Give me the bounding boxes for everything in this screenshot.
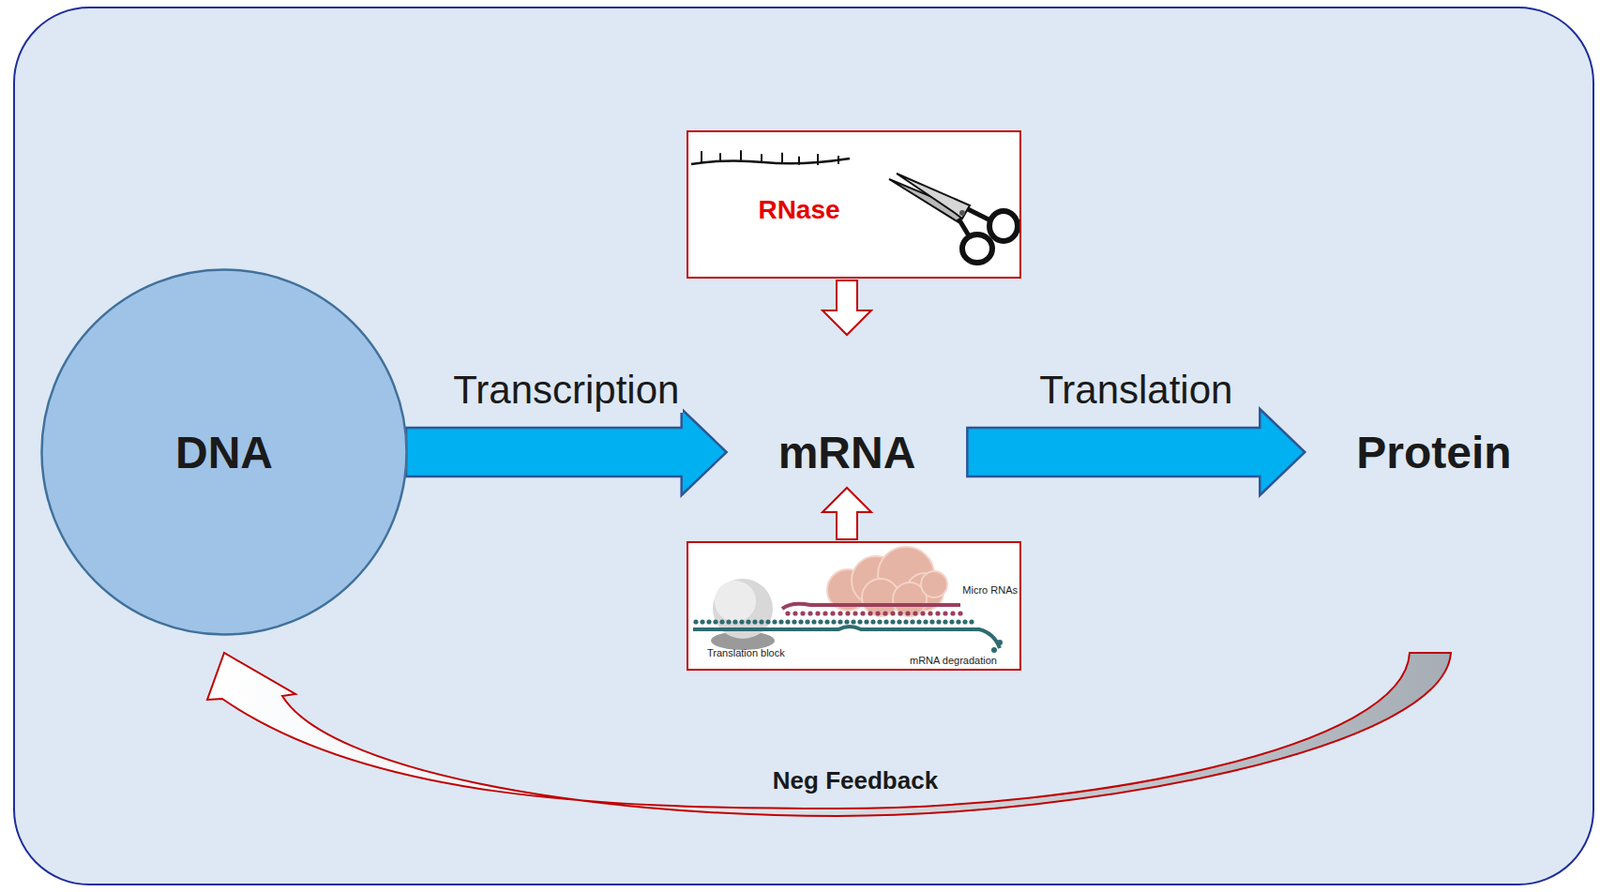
node-label: mRNA (778, 426, 917, 479)
edge-label: Translation (1035, 367, 1237, 413)
illustration (688, 132, 1020, 277)
scissors-icon (889, 173, 1018, 263)
process-arrow (966, 408, 1305, 496)
mrna-node: mRNA (769, 422, 926, 483)
rna-strand (691, 150, 850, 166)
box-label: Micro RNAs (962, 584, 1018, 597)
box-label: Translation block (707, 647, 785, 660)
node-label: Protein (1356, 426, 1511, 479)
microrna-box: Micro RNAsTranslation block mRNA degradat… (686, 541, 1022, 671)
node-label: DNA (175, 426, 273, 479)
ribosome-icon (710, 578, 775, 650)
rnase-box: RNase (686, 130, 1022, 279)
regulation-arrow (822, 487, 872, 540)
panel-outline (14, 7, 1594, 885)
edge-label: Transcription (449, 367, 683, 413)
feedback-arrow (207, 652, 1451, 816)
protein-node: Protein (1346, 422, 1521, 483)
microrna-strand (782, 603, 964, 617)
dna-circle: DNA (40, 268, 408, 636)
box-label: RNase (757, 195, 840, 226)
regulation-arrow (822, 280, 872, 335)
process-arrow (406, 408, 727, 496)
edge-label: Neg Feedback (769, 766, 942, 796)
box-label: mRNA degradation (909, 654, 997, 667)
dna-circle-shape (42, 270, 408, 635)
